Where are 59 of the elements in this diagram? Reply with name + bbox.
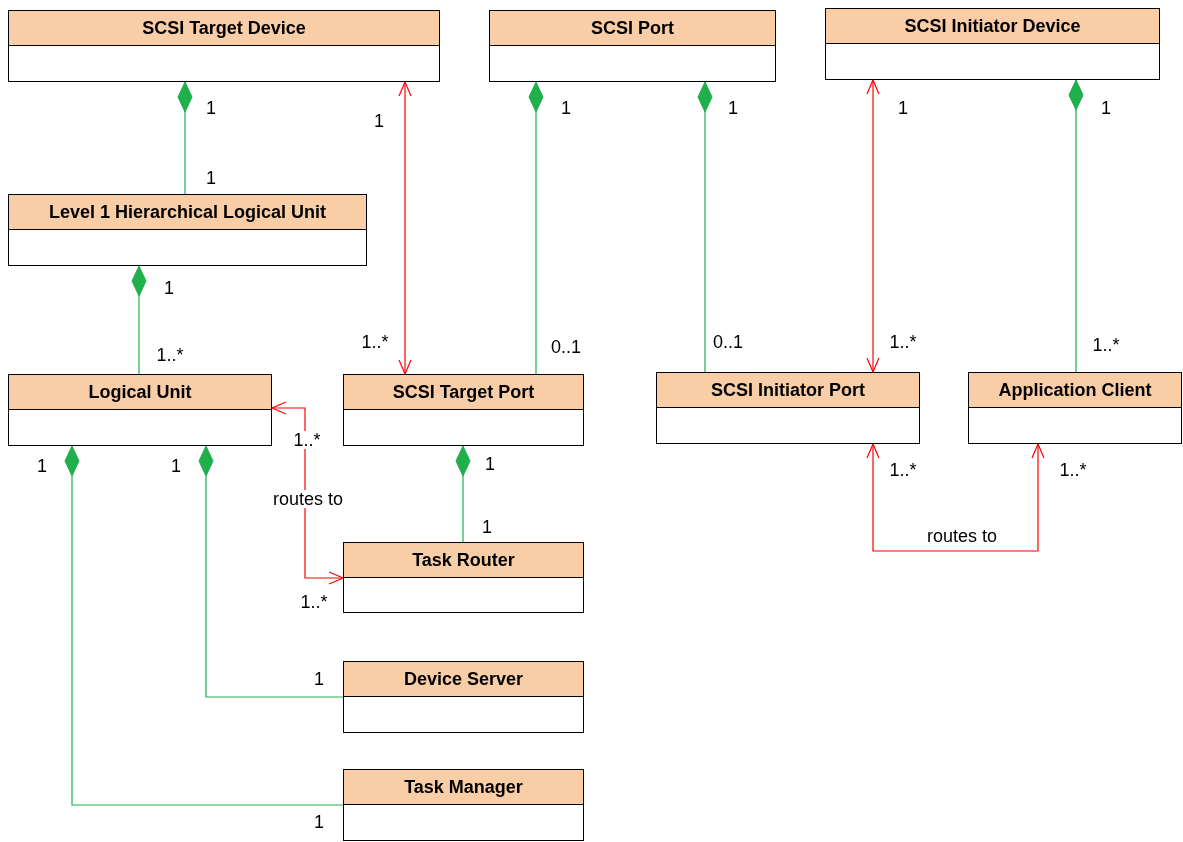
composition-line xyxy=(131,265,147,375)
class-name: SCSI Target Port xyxy=(392,383,535,401)
multiplicity-label: 1..* xyxy=(1092,336,1120,354)
multiplicity-label: 1 xyxy=(898,99,908,117)
multiplicity-label: 1 xyxy=(485,455,495,473)
composition-line xyxy=(1068,79,1084,373)
multiplicity-label: 1 xyxy=(482,518,492,536)
multiplicity-label: 1 xyxy=(314,813,324,831)
multiplicity-label: 1..* xyxy=(300,593,328,611)
multiplicity-label: 1 xyxy=(314,670,324,688)
multiplicity-label: 1 xyxy=(171,457,181,475)
multiplicity-label: 1 xyxy=(37,457,47,475)
multiplicity-label: 1..* xyxy=(361,333,389,351)
multiplicity-label: 1 xyxy=(206,169,216,187)
composition-line xyxy=(198,445,344,698)
multiplicity-label: 1 xyxy=(1101,99,1111,117)
class-name: SCSI Initiator Port xyxy=(711,381,865,399)
multiplicity-label: 1..* xyxy=(889,461,917,479)
multiplicity-label: 1..* xyxy=(889,333,917,351)
association-arrow xyxy=(398,81,412,375)
class-box xyxy=(656,372,920,444)
class-box xyxy=(343,542,584,613)
multiplicity-label: 1 xyxy=(728,99,738,117)
multiplicity-label: 1 xyxy=(164,279,174,297)
composition-line xyxy=(455,445,471,543)
class-box xyxy=(8,194,367,266)
class-box xyxy=(968,372,1182,444)
edge-label: routes to xyxy=(925,527,999,545)
multiplicity-label: 1 xyxy=(206,99,216,117)
composition-line xyxy=(64,445,344,806)
class-box xyxy=(343,769,584,841)
edge-label: routes to xyxy=(271,490,345,508)
composition-line xyxy=(528,81,544,375)
association-arrow xyxy=(866,443,1045,552)
class-name: Level 1 Hierarchical Logical Unit xyxy=(48,203,327,221)
composition-line xyxy=(177,81,193,195)
multiplicity-label: 0..1 xyxy=(713,333,743,351)
class-name: Device Server xyxy=(403,670,524,688)
class-box xyxy=(489,10,776,82)
multiplicity-label: 1 xyxy=(374,112,384,130)
class-box xyxy=(343,661,584,733)
class-name: SCSI Port xyxy=(591,19,674,37)
multiplicity-label: 1..* xyxy=(156,346,184,364)
class-name: SCSI Initiator Device xyxy=(904,17,1081,35)
class-box xyxy=(343,374,584,446)
class-name: SCSI Target Device xyxy=(142,19,306,37)
class-box xyxy=(8,10,440,82)
multiplicity-label: 1..* xyxy=(293,431,321,449)
class-box xyxy=(825,8,1160,80)
class-name: Application Client xyxy=(998,381,1152,399)
multiplicity-label: 1 xyxy=(561,99,571,117)
multiplicity-label: 1..* xyxy=(1059,461,1087,479)
class-box xyxy=(8,374,272,446)
class-name: Task Router xyxy=(412,551,515,569)
multiplicity-label: 0..1 xyxy=(551,338,581,356)
class-name: Task Manager xyxy=(404,778,523,796)
composition-line xyxy=(697,81,713,373)
class-name: Logical Unit xyxy=(88,383,192,401)
association-arrow xyxy=(866,79,880,373)
